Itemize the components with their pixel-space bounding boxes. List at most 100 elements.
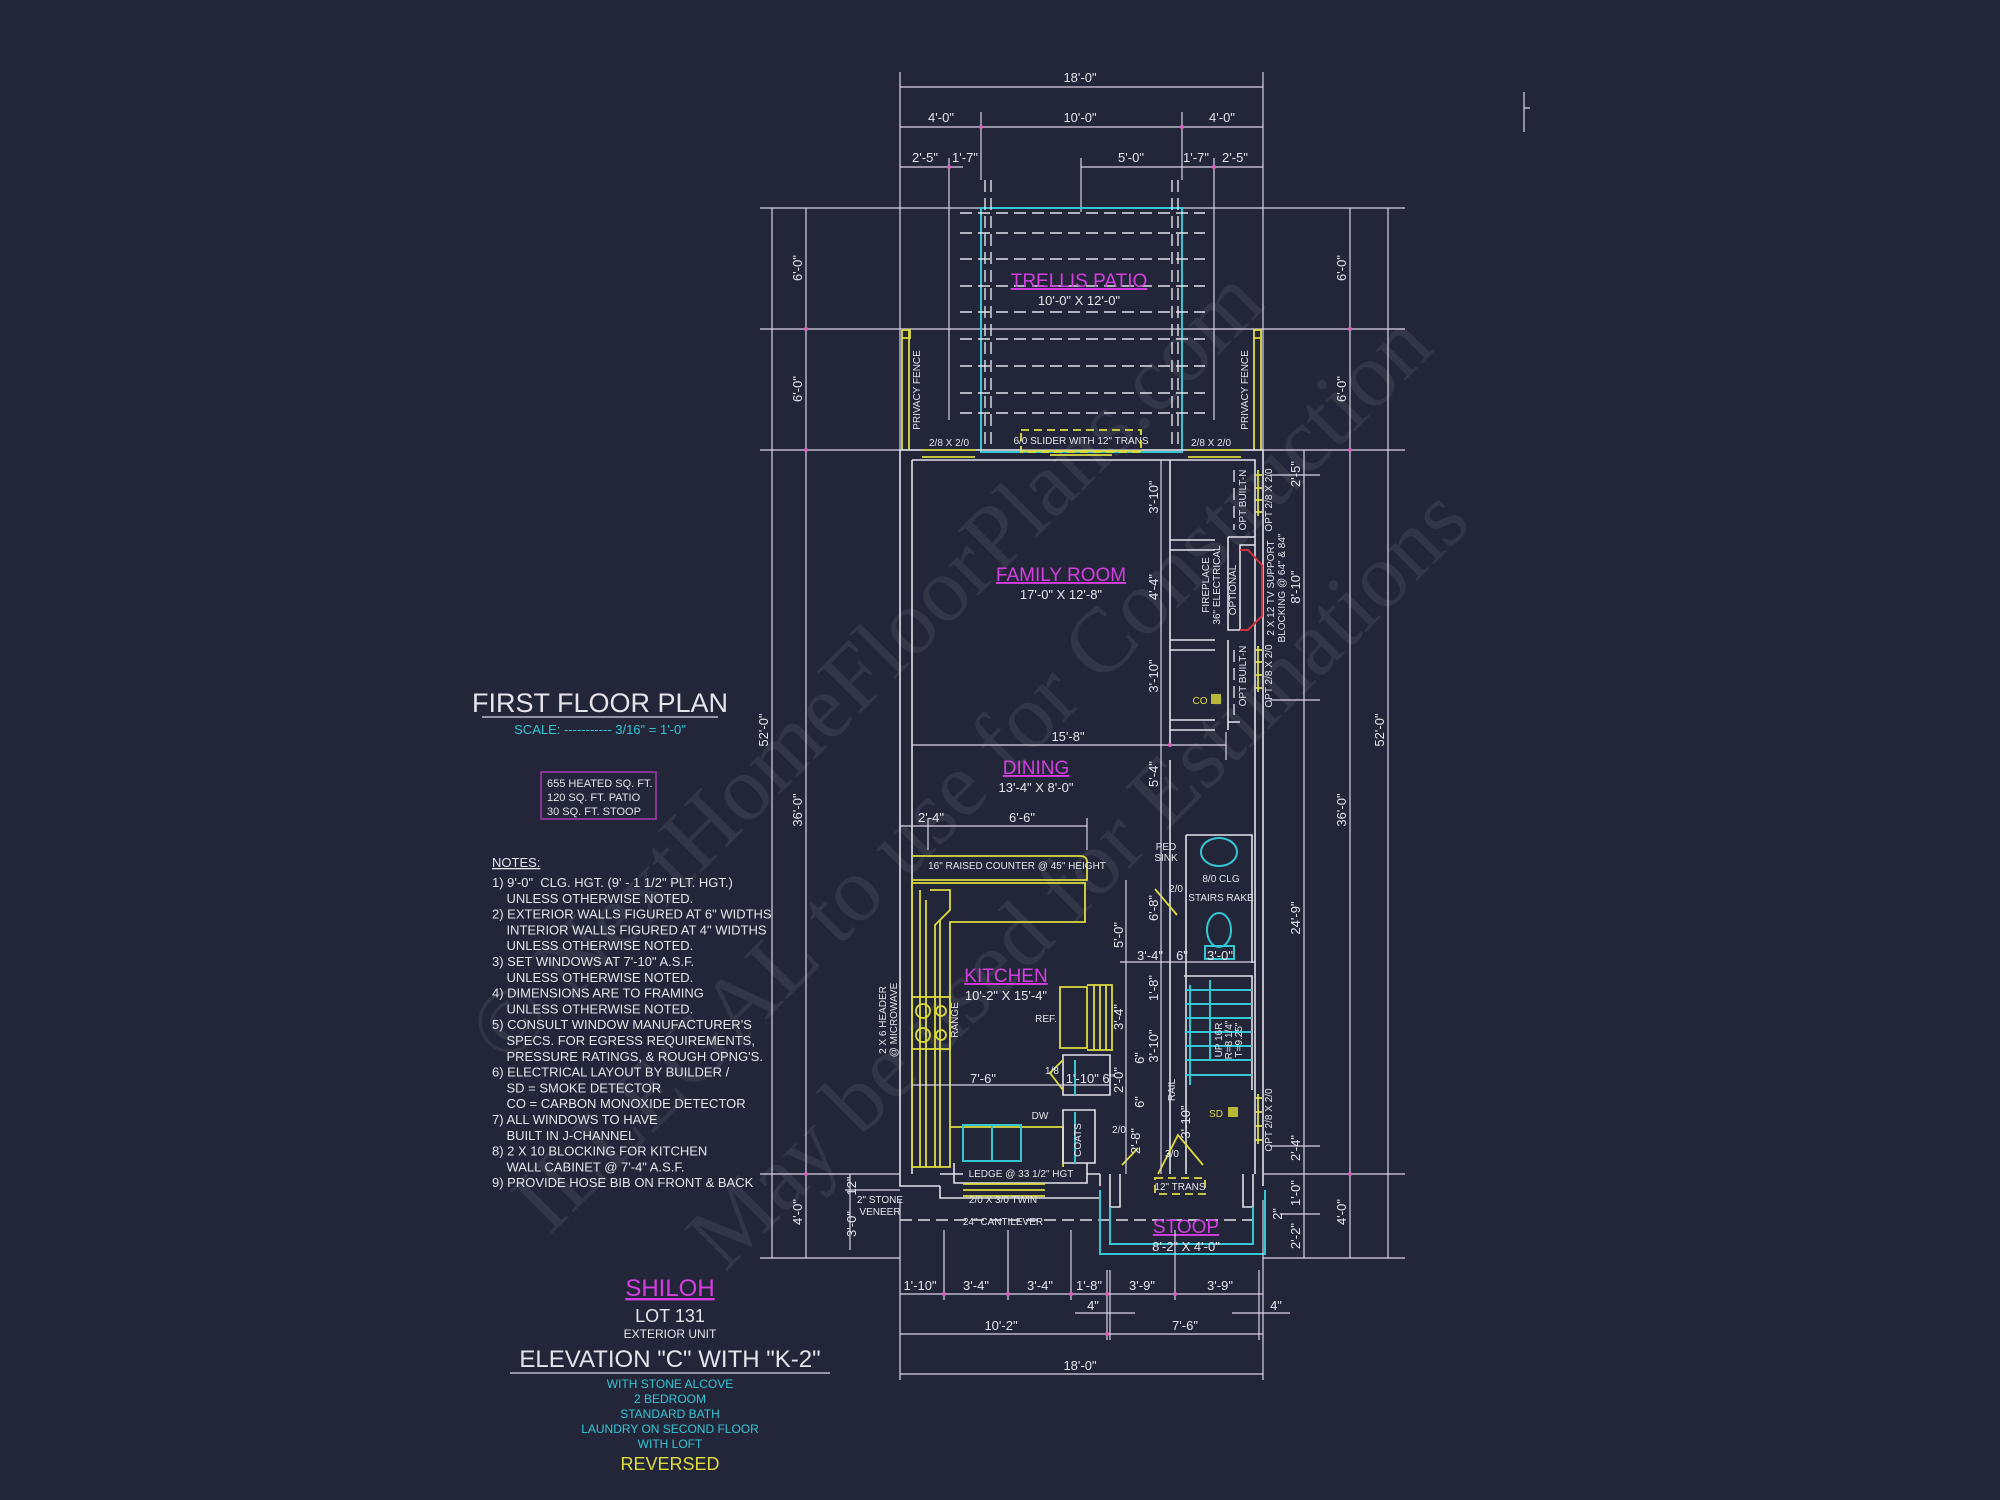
stairs-rake-label: STAIRS RAKE (1188, 893, 1254, 904)
dim-label: 6'-0" (1334, 376, 1349, 402)
dim-bottom-overall: 18'-0" (1063, 1358, 1097, 1373)
opt-built-in-label: OPT BUILT-N (1238, 646, 1249, 707)
tv-support-line: 2 X 12 TV SUPPORT (1266, 540, 1277, 635)
privacy-fence-label: PRIVACY FENCE (912, 350, 923, 430)
fireplace-outline (1240, 549, 1263, 631)
note-line: 7) ALL WINDOWS TO HAVE (492, 1112, 658, 1127)
note-line: SPECS. FOR EGRESS REQUIREMENTS, (492, 1033, 755, 1048)
dim-label: 6" (1132, 1052, 1147, 1064)
dim-label: 6'-8" (1146, 895, 1161, 921)
dim-label: 1'-10" 6" (1066, 1071, 1115, 1086)
note-line: 4) DIMENSIONS ARE TO FRAMING (492, 986, 704, 1001)
cantilever-label: 24" CANTILEVER (963, 1217, 1043, 1228)
elevation: ELEVATION "C" WITH "K-2" (519, 1346, 820, 1373)
dim-label: 2'-4" (1288, 1135, 1303, 1161)
room-size-kitchen: 10'-2" X 15'-4" (965, 988, 1048, 1003)
note-line: INTERIOR WALLS FIGURED AT 4" WIDTHS (492, 922, 767, 937)
stairs-label: UP 16RR=8 1/4"T=9.25" (1214, 1020, 1245, 1059)
area-line: 120 SQ. FT. PATIO (547, 792, 641, 804)
fireplace-label-line: FIREPLACE (1201, 557, 1212, 613)
stone-veneer-label: 2" STONE (857, 1195, 903, 1206)
bottom-dimensions: 1'-10" 3'-4" 3'-4" 1'-8" 3'-9" 3'-9" 4" … (899, 1200, 1290, 1380)
interior-dimensions: 15'-8" 2'-4" 6'-6" 3'-10" 4'-4" 3'-10" 5… (900, 460, 1255, 1174)
right-dimensions: 52'-0" 6'-0" 6'-0" 36'-0" 4'-0" 2'-5" 8'… (1263, 208, 1405, 1259)
room-name-dining: DINING (1003, 758, 1070, 779)
lot-number: LOT 131 (635, 1306, 705, 1326)
plan-scale: SCALE: ----------- 3/16" = 1'-0" (514, 722, 686, 737)
dim-label: 8'-10" (1288, 570, 1303, 604)
ped-sink-label: SINK (1154, 853, 1178, 864)
opt-built-in-label: OPT BUILT-N (1238, 470, 1249, 531)
ledge-label: LEDGE @ 33 1/2" HGT (969, 1169, 1074, 1180)
header-label-line: 2 X 6 HEADER (878, 986, 889, 1054)
dim-label: 5'-0" (1118, 150, 1144, 165)
dim-top-overall: 18'-0" (1063, 70, 1097, 85)
right-windows (1255, 470, 1262, 1144)
dim-label: 2'-8" (1128, 1128, 1143, 1154)
title-block: SHILOH LOT 131 EXTERIOR UNIT ELEVATION "… (510, 1275, 830, 1474)
room-size-stoop: 8'-2" X 4'-0" (1152, 1239, 1220, 1254)
half-bath: PED SINK 8/0 CLG STAIRS RAKE 2/0 (1154, 837, 1254, 960)
door-label: 1/8 (1045, 1066, 1059, 1077)
door-label: 2/0 (1169, 884, 1183, 895)
note-line: 9) PROVIDE HOSE BIB ON FRONT & BACK (492, 1175, 754, 1190)
left-dimensions: 52'-0" 6'-0" 6'-0" 36'-0" 4'-0" 12" 3'-0… (756, 208, 900, 1259)
dim-label: 3'-4" (1137, 948, 1163, 963)
dim-label: 2" (1270, 1208, 1285, 1220)
area-line: 655 HEATED SQ. FT. (547, 778, 653, 790)
stairs-label-line: R=8 1/4" (1224, 1020, 1235, 1059)
room-name-patio: TRELLIS PATIO (1011, 271, 1148, 292)
dim-label: 2'-5" (1288, 461, 1303, 487)
note-line: BUILT IN J-CHANNEL (492, 1128, 635, 1143)
dim-label: 36'-0" (790, 793, 805, 827)
trans-label: 12" TRANS (1154, 1182, 1205, 1193)
note-line: 5) CONSULT WINDOW MANUFACTURER'S (492, 1017, 752, 1032)
option-line: STANDARD BATH (620, 1407, 720, 1421)
note-line: 8) 2 X 10 BLOCKING FOR KITCHEN (492, 1144, 707, 1159)
opt-window-label: OPT 2/8 X 2/0 (1264, 644, 1275, 708)
raised-counter-label: 16" RAISED COUNTER @ 45" HEIGHT (928, 861, 1106, 872)
note-line: 1) 9'-0" CLG. HGT. (9' - 1 1/2" PLT. HGT… (492, 875, 733, 890)
dim-left-overall: 52'-0" (756, 713, 771, 747)
note-line: UNLESS OTHERWISE NOTED. (492, 938, 693, 953)
room-size-patio: 10'-0" X 12'-0" (1038, 293, 1121, 308)
reversed-label: REVERSED (620, 1454, 719, 1474)
closets-and-doors: 1/8 COATS 2/0 3/0 12" TRANS (1045, 1054, 1206, 1195)
stairs: UP 16RR=8 1/4"T=9.25" RAIL (1167, 980, 1252, 1101)
dim-label: 4'-0" (1334, 1199, 1349, 1225)
area-line: 30 SQ. FT. STOOP (547, 806, 641, 818)
kitchen-cabinets: 16" RAISED COUNTER @ 45" HEIGHT RANGE DW… (857, 855, 1113, 1228)
top-dimensions: 18'-0" 4'-0" 10'-0" 4'-0" 2'-5" 1'-7" 5'… (760, 70, 1405, 451)
dim-label: 4'-0" (790, 1199, 805, 1225)
dim-label: 1'-7" (952, 150, 978, 165)
note-line: CO = CARBON MONOXIDE DETECTOR (492, 1096, 746, 1111)
note-line: 3) SET WINDOWS AT 7'-10" A.S.F. (492, 954, 694, 969)
dim-label: 2'-2" (1288, 1223, 1303, 1249)
stray-mark (1523, 92, 1530, 132)
room-size-family: 17'-0" X 12'-8" (1020, 587, 1103, 602)
plan-name: SHILOH (625, 1275, 714, 1302)
note-line: 6) ELECTRICAL LAYOUT BY BUILDER / (492, 1065, 730, 1080)
plan-title: FIRST FLOOR PLAN SCALE: ----------- 3/16… (472, 688, 728, 737)
door-label: 2/0 (1112, 1125, 1126, 1136)
note-line: SD = SMOKE DETECTOR (492, 1080, 661, 1095)
option-line: WITH STONE ALCOVE (607, 1377, 733, 1391)
note-line: 2) EXTERIOR WALLS FIGURED AT 6" WIDTHS (492, 907, 772, 922)
tv-support-line: BLOCKING @ 64" & 84" (1277, 533, 1288, 642)
window-label: 2/8 X 2/0 (1191, 438, 1231, 449)
dim-label: 1'-10" (903, 1278, 937, 1293)
room-size-dining: 13'-4" X 8'-0" (999, 780, 1074, 795)
dim-label: 4" (1087, 1298, 1099, 1313)
room-labels: FAMILY ROOM 17'-0" X 12'-8" DINING 13'-4… (964, 565, 1126, 1003)
option-line: WITH LOFT (638, 1437, 703, 1451)
co-label: CO (1193, 696, 1208, 707)
opt-window-label: OPT 2/8 X 2/0 (1264, 1088, 1275, 1152)
dim-label: 3'-10" (1146, 1029, 1161, 1063)
dim-label: 1'-8" (1076, 1278, 1102, 1293)
unit-type: EXTERIOR UNIT (624, 1327, 717, 1341)
header-label: 2 X 6 HEADER@ MICROWAVE (878, 982, 900, 1057)
dim-label: 2'-5" (912, 150, 938, 165)
dim-label: 15'-8" (1051, 729, 1085, 744)
room-name-stoop: STOOP (1153, 1217, 1219, 1238)
dim-label: 7'-6" (1172, 1318, 1198, 1333)
